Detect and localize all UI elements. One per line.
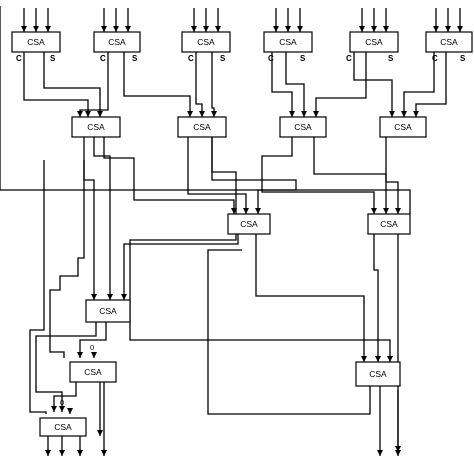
carry-port-label: C	[432, 54, 438, 63]
csa-label: CSA	[99, 306, 117, 316]
csa-label: CSA	[380, 219, 398, 229]
csa-level3-1: CSA	[227, 213, 271, 235]
csa-label: CSA	[294, 122, 312, 132]
level4-to-level5-wires	[35, 160, 107, 412]
csa-level2-3: CSA	[279, 116, 327, 138]
csa-level1-5: CSA	[349, 31, 399, 53]
sum-port-label: S	[460, 54, 466, 63]
wires	[0, 6, 463, 456]
carry-port-label: C	[16, 54, 22, 63]
constant-zero-label: 0	[90, 343, 94, 352]
port-labels: C S C S C S C S C S C S	[16, 54, 466, 63]
csa-level7: CSA	[39, 417, 87, 437]
carry-port-label: C	[100, 54, 106, 63]
csa-level1-2: CSA	[93, 31, 141, 53]
carry-port-label: C	[188, 54, 194, 63]
sum-port-label: S	[220, 54, 226, 63]
level1-to-level2-wires	[23, 52, 447, 117]
csa-label: CSA	[369, 369, 387, 379]
carry-port-label: C	[268, 54, 274, 63]
csa-label: CSA	[87, 122, 105, 132]
right-branch-wires	[129, 137, 401, 452]
sum-port-label: S	[388, 54, 394, 63]
csa-label: CSA	[279, 37, 297, 47]
csa-label: CSA	[197, 37, 215, 47]
csa-level6: CSA	[355, 361, 401, 387]
sum-port-label: S	[132, 54, 138, 63]
csa-level1-3: CSA	[181, 31, 231, 53]
csa-level2-2: CSA	[177, 116, 227, 138]
carry-port-label: C	[346, 54, 352, 63]
csa-label: CSA	[240, 219, 258, 229]
csa-label: CSA	[54, 422, 72, 432]
constant-zero-inputs: 0 0	[60, 343, 94, 407]
csa-label: CSA	[108, 37, 126, 47]
csa-label: CSA	[394, 122, 412, 132]
csa-level1-1: CSA	[11, 31, 61, 53]
csa-label: CSA	[365, 37, 383, 47]
csa-label: CSA	[440, 37, 458, 47]
output-wires	[45, 249, 401, 456]
csa-level3-2: CSA	[367, 213, 411, 235]
level5-to-level7-wires	[29, 160, 103, 436]
csa-blocks: CSA CSA CSA CSA CSA CSA CSA CSA	[11, 31, 473, 437]
csa-label: CSA	[27, 37, 45, 47]
csa-level4: CSA	[85, 299, 131, 323]
sum-port-label: S	[50, 54, 56, 63]
level2-to-level3-wires	[0, 6, 411, 214]
csa-level1-4: CSA	[263, 31, 313, 53]
csa-level2-1: CSA	[71, 116, 121, 138]
sum-port-label: S	[300, 54, 306, 63]
csa-level5: CSA	[69, 361, 117, 383]
csa-level2-4: CSA	[379, 116, 427, 138]
csa-label: CSA	[193, 122, 211, 132]
constant-zero-label: 0	[60, 398, 64, 407]
level3-to-level4-wires	[83, 137, 239, 300]
csa-label: CSA	[84, 367, 102, 377]
primary-input-arrows	[21, 8, 463, 32]
csa-level1-6: CSA	[425, 31, 473, 53]
